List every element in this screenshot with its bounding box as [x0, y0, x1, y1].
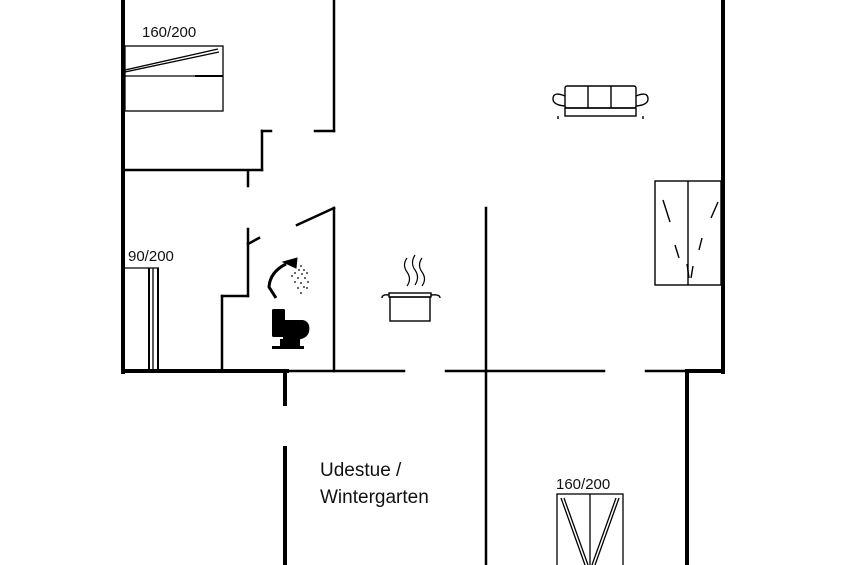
- room-label-sunroom-line1: Udestue /: [320, 460, 402, 481]
- walls: [121, 0, 725, 565]
- double-bed-icon: [124, 45, 224, 112]
- room-label-sunroom-line2: Wintergarten: [320, 487, 429, 508]
- sofa-icon: [552, 85, 649, 119]
- bed-size-label-small-room: 90/200: [128, 248, 174, 265]
- toilet-icon: [272, 309, 310, 349]
- double-bed-icon-sunroom: [556, 493, 624, 565]
- bed-size-label-bedroom: 160/200: [142, 24, 197, 41]
- bathroom-door-angled: [295, 206, 336, 227]
- cooking-pot-icon: [381, 254, 441, 322]
- shower-icon: [267, 257, 309, 299]
- wardrobe-icon: [654, 180, 722, 286]
- single-bed-icon: [125, 267, 159, 371]
- bed-size-label-sunroom: 160/200: [556, 476, 611, 493]
- bathroom-door-swing: [246, 236, 261, 246]
